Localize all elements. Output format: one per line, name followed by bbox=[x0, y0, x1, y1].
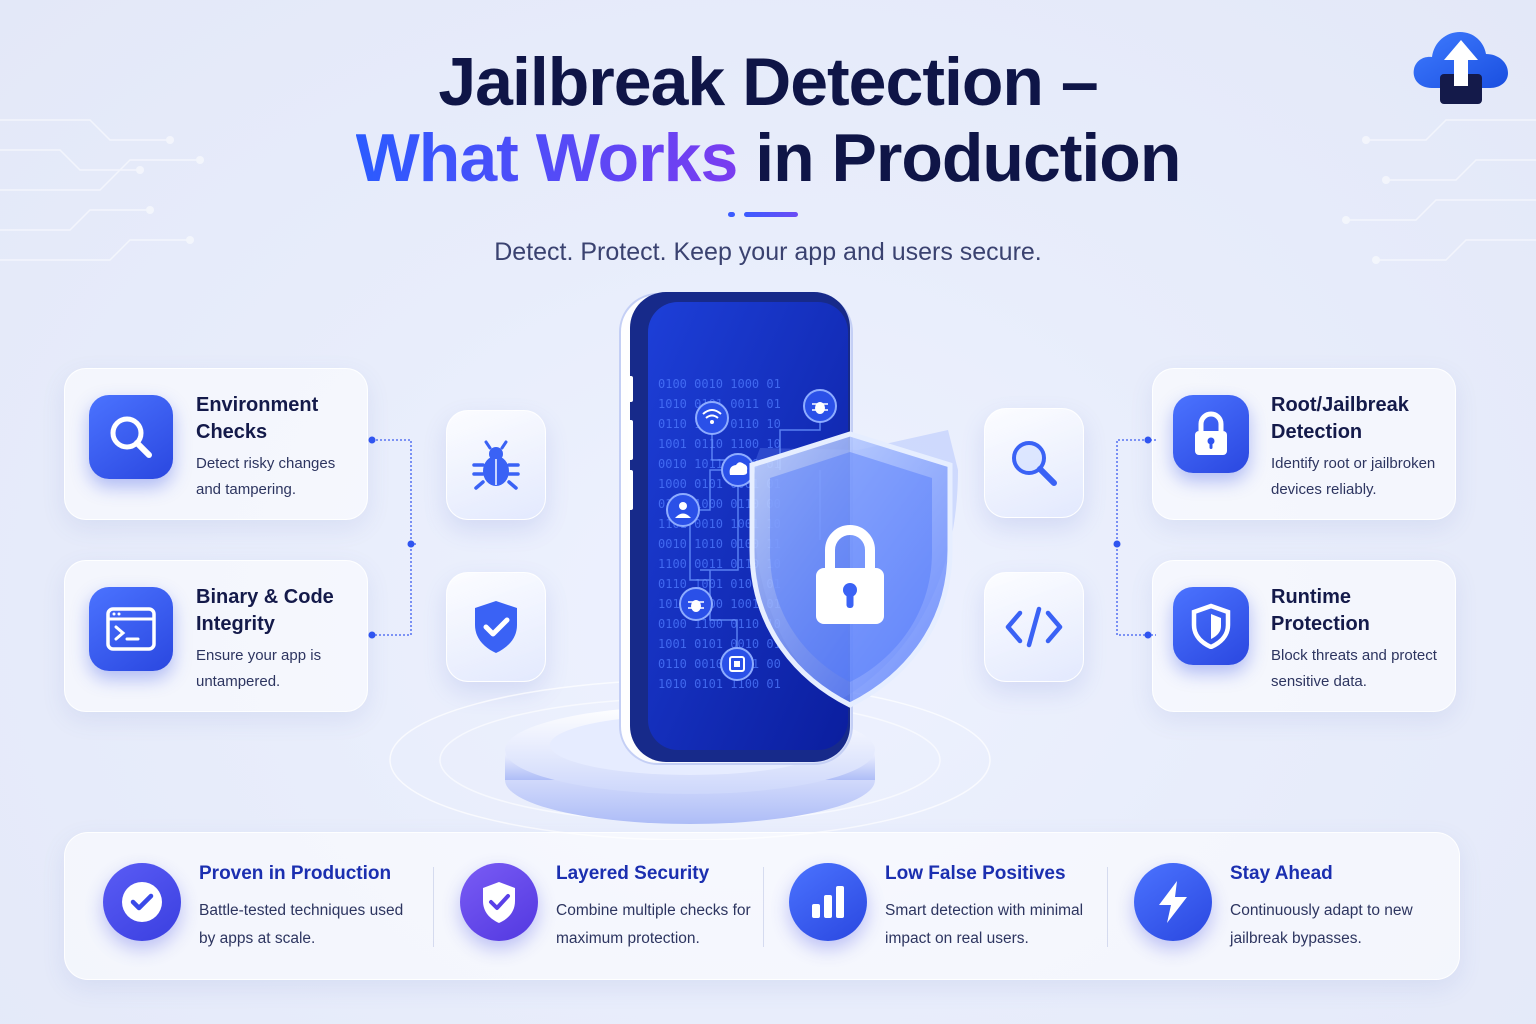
terminal-icon bbox=[89, 587, 173, 671]
card-title: Root/Jailbreak Detection bbox=[1271, 394, 1409, 443]
svg-text:0110 0010 1011 00: 0110 0010 1011 00 bbox=[658, 657, 781, 671]
circuit-decoration-right bbox=[1342, 119, 1536, 264]
feature-description: Smart detection with minimal impact on r… bbox=[885, 902, 1084, 947]
svg-text:0100 1100 0110 10: 0100 1100 0110 10 bbox=[658, 617, 781, 631]
lightning-icon bbox=[1134, 863, 1212, 941]
bug-icon bbox=[446, 410, 546, 520]
card-root-jailbreak-detection[interactable]: Root/Jailbreak Detection Identify root o… bbox=[1152, 368, 1456, 520]
card-title: Binary & Code Integrity bbox=[196, 586, 334, 635]
card-binary-code-integrity[interactable]: Binary & Code Integrity Ensure your app … bbox=[64, 560, 368, 712]
svg-text:1010 0101 1100 01: 1010 0101 1100 01 bbox=[658, 677, 781, 691]
shield-lock-icon bbox=[749, 430, 958, 708]
title-line-2: in Production bbox=[737, 120, 1181, 196]
svg-text:0100 0010 1000 01: 0100 0010 1000 01 bbox=[658, 377, 781, 391]
subtitle: Detect. Protect. Keep your app and users… bbox=[494, 238, 1042, 266]
card-description: Ensure your app is untampered. bbox=[196, 647, 322, 690]
feature-stay-ahead: Stay Ahead Continuously adapt to new jai… bbox=[1096, 833, 1461, 981]
page-title: Jailbreak Detection – What Works in Prod… bbox=[0, 44, 1536, 196]
code-icon bbox=[984, 572, 1084, 682]
feature-title: Stay Ahead bbox=[1230, 863, 1333, 884]
svg-text:1001 0101 0010 01: 1001 0101 0010 01 bbox=[658, 637, 781, 651]
title-highlight: What Works bbox=[355, 120, 739, 196]
feature-description: Combine multiple checks for maximum prot… bbox=[556, 902, 751, 947]
circuit-decoration-left bbox=[0, 119, 204, 261]
bar-chart-icon bbox=[789, 863, 867, 941]
feature-title: Proven in Production bbox=[199, 863, 392, 884]
search-icon bbox=[984, 408, 1084, 518]
feature-divider bbox=[1107, 867, 1108, 947]
feature-description: Battle-tested techniques used by apps at… bbox=[199, 902, 404, 947]
shield-check-icon bbox=[446, 572, 546, 682]
svg-text:1001 0110 1100 10: 1001 0110 1100 10 bbox=[658, 437, 781, 451]
lock-icon bbox=[1173, 395, 1249, 473]
card-description: Detect risky changes and tampering. bbox=[196, 455, 336, 498]
connector-right bbox=[1113, 436, 1156, 639]
feature-divider bbox=[763, 867, 764, 947]
title-line-1: Jailbreak Detection – bbox=[438, 44, 1098, 120]
card-environment-checks[interactable]: Environment Checks Detect risky changes … bbox=[64, 368, 368, 520]
search-icon bbox=[89, 395, 173, 479]
feature-proven-in-production: Proven in Production Battle-tested techn… bbox=[65, 833, 433, 981]
card-runtime-protection[interactable]: Runtime Protection Block threats and pro… bbox=[1152, 560, 1456, 712]
svg-text:0110 1001 0100 01: 0110 1001 0100 01 bbox=[658, 577, 781, 591]
card-title: Environment Checks bbox=[196, 394, 319, 443]
shield-icon bbox=[1173, 587, 1249, 665]
shield-check-icon bbox=[460, 863, 538, 941]
title-divider bbox=[728, 212, 798, 218]
feature-low-false-positives: Low False Positives Smart detection with… bbox=[751, 833, 1093, 981]
feature-title: Low False Positives bbox=[885, 863, 1066, 884]
features-panel: Proven in Production Battle-tested techn… bbox=[64, 832, 1460, 980]
check-circle-icon bbox=[103, 863, 181, 941]
feature-description: Continuously adapt to new jailbreak bypa… bbox=[1230, 902, 1413, 947]
phone-shield-illustration: 0100 0010 1000 01 1010 0101 0011 01 0110… bbox=[389, 292, 991, 840]
card-description: Identify root or jailbroken devices reli… bbox=[1271, 455, 1436, 498]
feature-divider bbox=[433, 867, 434, 947]
feature-layered-security: Layered Security Combine multiple checks… bbox=[422, 833, 764, 981]
connector-left bbox=[368, 436, 416, 639]
card-description: Block threats and protect sensitive data… bbox=[1271, 647, 1437, 690]
cloud-upload-icon[interactable] bbox=[1410, 24, 1510, 106]
card-title: Runtime Protection bbox=[1271, 586, 1370, 635]
feature-title: Layered Security bbox=[556, 863, 710, 884]
